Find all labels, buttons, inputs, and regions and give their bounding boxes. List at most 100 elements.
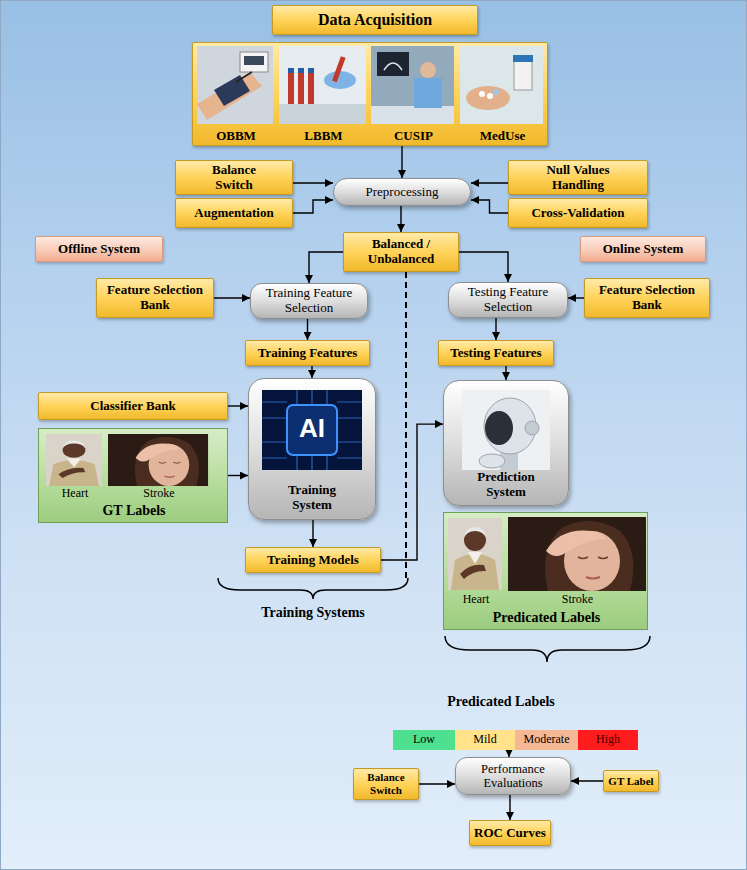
process-box: Testing Feature Selection <box>448 282 568 318</box>
system-box: Training System <box>248 378 376 520</box>
lbbm-photo-part <box>288 68 294 73</box>
input-box: Augmentation <box>175 198 293 228</box>
node-text: MedUse <box>461 129 544 144</box>
node-text: Mild <box>473 733 496 747</box>
node-text: Feature Selection Bank <box>101 283 209 313</box>
cusip-photo-part <box>384 63 402 70</box>
meduse-photo-part <box>466 86 510 110</box>
robot-image-part <box>462 390 550 470</box>
text-slot: MedUse <box>461 129 544 144</box>
lbbm-photo-part <box>298 68 304 73</box>
node-text: Testing Feature Selection <box>454 285 562 315</box>
lbbm-photo <box>279 46 366 124</box>
label-panel: Heart Stroke GT Labels <box>38 428 228 523</box>
risk-cell: Mild <box>455 730 515 750</box>
text-slot: Stroke <box>109 487 209 501</box>
dashed-divider <box>405 272 407 580</box>
meduse-photo-part <box>493 89 499 95</box>
node-text: GT Labels <box>39 503 229 519</box>
curly-brace <box>445 636 650 662</box>
node-text: Balanced / Unbalanced <box>360 237 442 267</box>
text-slot: Heart <box>47 487 103 501</box>
node-text: Prediction System <box>461 470 551 500</box>
output-box: ROC Curves <box>469 820 551 846</box>
node-text: Preprocessing <box>366 185 439 200</box>
meduse-photo <box>460 46 543 124</box>
connector-arrow <box>381 424 443 560</box>
connector-arrow <box>471 200 508 213</box>
robot-image-part <box>479 454 505 468</box>
process-box: Performance Evaluations <box>455 757 571 795</box>
obbm-photo <box>197 46 273 124</box>
node-text: Predicated Labels <box>444 610 649 626</box>
node-text: Online System <box>603 242 684 257</box>
node-text: Heart <box>47 487 103 501</box>
node-text: Training System <box>272 483 352 513</box>
node-text: Moderate <box>524 733 570 747</box>
cusip-photo-part <box>371 106 454 124</box>
node-text: CUSIP <box>372 129 455 144</box>
robot-image-part <box>500 452 518 470</box>
cusip-photo <box>371 46 454 124</box>
lbbm-photo-part <box>308 72 314 104</box>
lbbm-photo-part <box>298 72 304 104</box>
brace-label: Predicated Labels <box>426 694 576 710</box>
node-text: ROC Curves <box>474 826 546 841</box>
text-slot: GT Labels <box>39 503 229 519</box>
node-text: OBBM <box>198 129 274 144</box>
input-box: Balance Switch <box>175 160 293 196</box>
connector-arrow <box>400 206 401 232</box>
text-slot: Heart <box>449 593 503 607</box>
connector-arrow <box>401 146 402 178</box>
cusip-photo-part <box>420 62 436 78</box>
robot-image-part <box>525 421 539 435</box>
feature-box: Testing Features <box>438 340 554 366</box>
ai-chip-image-part <box>287 405 337 455</box>
connector-arrow <box>309 252 343 283</box>
connector-arrow <box>419 783 455 784</box>
node-text: LBBM <box>280 129 367 144</box>
cusip-photo-part <box>377 52 409 76</box>
meduse-photo-part <box>487 93 493 99</box>
connector-arrow <box>568 297 584 298</box>
cusip-photo-part <box>371 46 454 124</box>
node-text: Low <box>413 733 435 747</box>
connector-arrow <box>459 252 508 282</box>
text-slot: Stroke <box>509 593 646 607</box>
node-text: Data Acquisition <box>318 11 432 29</box>
connector-arrow <box>214 297 250 298</box>
node-text: Training Features <box>258 346 358 361</box>
meduse-photo-part <box>513 55 533 62</box>
node-text: Heart <box>449 593 503 607</box>
heart-patient-image <box>46 434 102 486</box>
node-text: Balance Switch <box>358 771 414 796</box>
bank-box: Classifier Bank <box>38 392 228 420</box>
node-text: Cross-Validation <box>531 206 624 221</box>
connector-arrow <box>311 366 312 378</box>
node-text: Stroke <box>109 487 209 501</box>
lbbm-photo-part <box>332 56 346 82</box>
cusip-photo-part <box>414 78 442 108</box>
obbm-photo-part <box>240 52 268 72</box>
node-text: Classifier Bank <box>90 399 175 414</box>
lbbm-photo-part <box>279 46 366 124</box>
lbbm-photo-part <box>308 68 314 73</box>
connector-arrow <box>293 182 333 183</box>
connector-arrow <box>307 319 308 340</box>
robot-image-part <box>484 398 536 454</box>
system-tag: Offline System <box>35 236 163 262</box>
node-text: Testing Features <box>450 346 541 361</box>
node-text: Performance Evaluations <box>463 762 563 791</box>
system-box: Prediction System <box>443 380 569 506</box>
node-text: Training Feature Selection <box>255 286 363 316</box>
stroke-patient-image <box>508 517 646 591</box>
input-box: Null Values Handling <box>508 160 648 196</box>
node-text: Feature Selection Bank <box>593 283 701 313</box>
chip-label: AI <box>262 414 362 444</box>
node-text: GT Label <box>608 775 653 788</box>
obbm-photo-part <box>244 56 264 65</box>
brace-label: Training Systems <box>243 605 383 621</box>
source-panel: OBBM LBBM CUSIP MedUse <box>192 42 548 146</box>
process-box: Training Feature Selection <box>250 283 368 319</box>
